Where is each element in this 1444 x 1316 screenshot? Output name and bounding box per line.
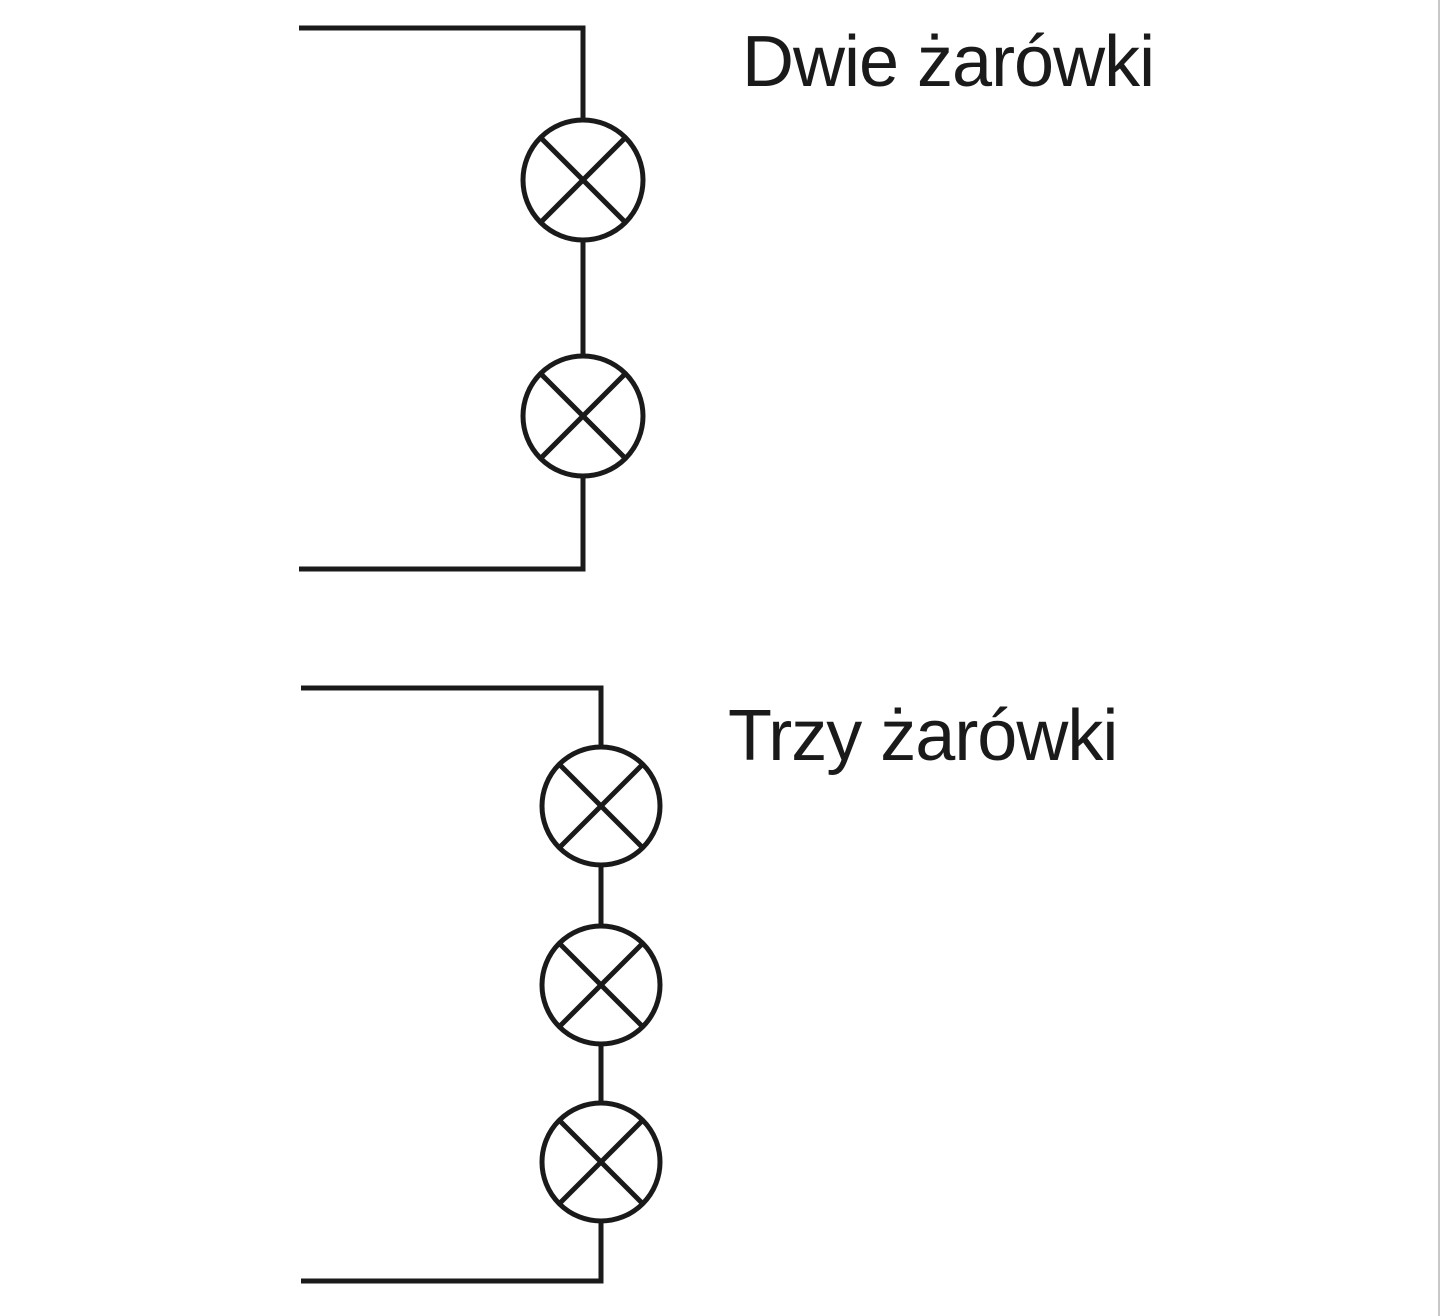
circuit-three-bulbs bbox=[301, 685, 663, 1284]
bulb-cross-line bbox=[538, 371, 628, 461]
wire-bottom bbox=[299, 476, 586, 572]
wire-top bbox=[301, 685, 604, 747]
lamp-symbol-icon bbox=[539, 744, 663, 868]
lamp-symbol-icon bbox=[520, 117, 646, 243]
wire-bottom bbox=[301, 1221, 604, 1284]
circuit-label-three-bulbs: Trzy żarówki bbox=[728, 696, 1118, 776]
bulb-cross-line bbox=[538, 135, 628, 225]
bulb-cross-line bbox=[557, 1118, 645, 1206]
page-edge-divider bbox=[1438, 0, 1440, 1316]
circuit-two-bulbs bbox=[299, 25, 646, 572]
lamp-symbol-icon bbox=[539, 1100, 663, 1224]
lamp-symbol-icon bbox=[539, 923, 663, 1047]
bulb-cross-line bbox=[557, 762, 645, 850]
wire-top bbox=[299, 25, 586, 120]
lamp-symbol-icon bbox=[520, 353, 646, 479]
circuit-label-two-bulbs: Dwie żarówki bbox=[742, 22, 1155, 102]
bulb-cross-line bbox=[557, 941, 645, 1029]
